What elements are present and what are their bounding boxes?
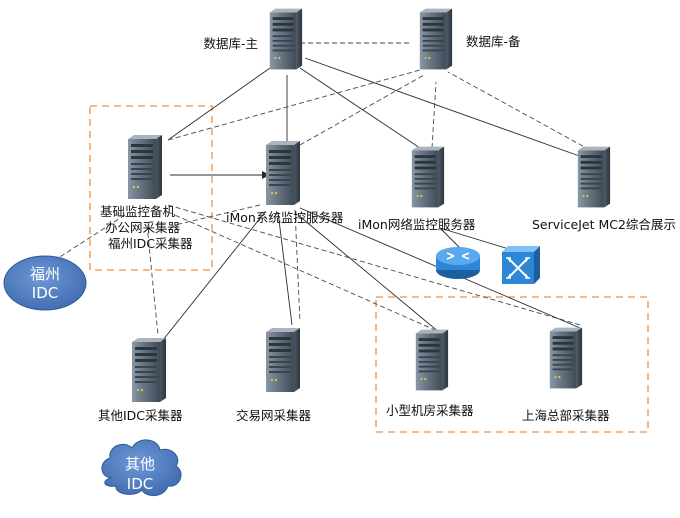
- other-idc-server-icon: [132, 338, 166, 402]
- fuzhou-idc-label-line1: 福州: [30, 265, 60, 283]
- shanghai-hq-label: 上海总部采集器: [522, 408, 610, 423]
- router-icon: [436, 247, 480, 279]
- base-monitor-label-line3: 福州IDC采集器: [108, 236, 193, 251]
- group-box-base-monitor: [89, 105, 213, 271]
- imon-system-server-icon: [266, 141, 300, 205]
- other-idc-label-line1: 其他: [125, 455, 155, 473]
- db-backup-label: 数据库-备: [466, 34, 521, 49]
- fuzhou-idc-cloud: 福州 IDC: [3, 255, 87, 311]
- switch-icon: [502, 246, 540, 284]
- db-primary-label: 数据库-主: [203, 36, 258, 51]
- connection-lines: [51, 42, 591, 351]
- db-backup-server-icon: [419, 8, 453, 70]
- trade-net-server-icon: [266, 328, 300, 392]
- fuzhou-idc-label-line2: IDC: [32, 284, 58, 302]
- imon-network-server-icon: [411, 146, 445, 208]
- base-monitor-server-icon: [128, 135, 162, 199]
- shanghai-hq-server-icon: [549, 327, 583, 389]
- trade-net-label: 交易网采集器: [236, 408, 312, 423]
- group-box-remote-collectors: [375, 296, 649, 433]
- imon-network-label: iMon网络监控服务器: [358, 217, 476, 232]
- servicejet-label: ServiceJet MC2综合展示: [532, 217, 676, 232]
- small-room-server-icon: [415, 329, 449, 391]
- servicejet-server-icon: [577, 146, 611, 208]
- other-idc-label-line2: IDC: [127, 475, 153, 493]
- base-monitor-label-line2: 办公网采集器: [105, 220, 181, 235]
- base-monitor-label-line1: 基础监控备机: [100, 204, 176, 219]
- db-primary-server-icon: [269, 8, 303, 70]
- other-idc-collector-label: 其他IDC采集器: [98, 408, 183, 423]
- imon-system-label: iMon系统监控服务器: [226, 210, 344, 225]
- small-room-label: 小型机房采集器: [386, 403, 474, 418]
- other-idc-cloud: 其他 IDC: [101, 439, 182, 496]
